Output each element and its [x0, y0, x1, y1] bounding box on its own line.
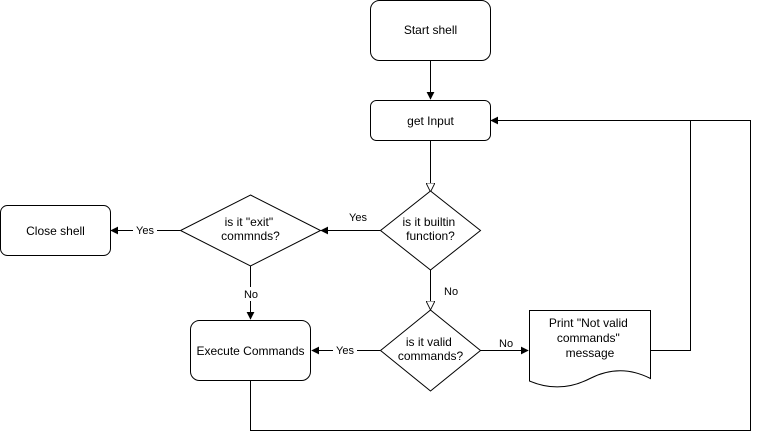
node-is-builtin-decision: is it builtin function?	[379, 190, 482, 271]
node-get-input: get Input	[370, 100, 491, 141]
svg-text:is it valid commands?: is it valid commands?	[398, 335, 464, 363]
edge-label-exit-yes: Yes	[136, 225, 154, 237]
svg-text:is it builtin function?: is it builtin function?	[402, 215, 458, 243]
is-builtin-label-line2: function?	[406, 229, 455, 243]
get-input-label: get Input	[407, 114, 454, 128]
node-start-shell: Start shell	[370, 0, 491, 61]
edge-label-builtin-yes: Yes	[349, 212, 367, 224]
edge-label-builtin-no: No	[444, 286, 458, 298]
edge-label-valid-no: No	[499, 338, 513, 350]
is-valid-label-line1: is it valid	[406, 335, 452, 349]
is-exit-label-line1: is it "exit"	[225, 215, 274, 229]
is-builtin-label-line1: is it builtin	[402, 215, 455, 229]
edge-print-back-to-input	[490, 116, 691, 351]
svg-text:is it "exit" commnds?: is it "exit" commnds?	[221, 215, 280, 243]
edge-label-exit-no: No	[244, 289, 258, 301]
is-exit-label-line2: commnds?	[221, 229, 280, 243]
node-print-invalid-document: Print "Not valid commands" message	[529, 310, 651, 388]
node-is-valid-decision: is it valid commands?	[379, 309, 482, 392]
close-shell-label: Close shell	[26, 224, 85, 238]
node-execute-commands: Execute Commands	[190, 320, 311, 381]
print-invalid-label-line1: Print "Not valid	[549, 316, 628, 330]
svg-text:Print "Not valid command: Print "Not valid commands" message	[549, 316, 631, 360]
execute-commands-label: Execute Commands	[196, 344, 304, 358]
print-invalid-label-line2: commands"	[557, 331, 620, 345]
node-close-shell: Close shell	[0, 205, 111, 256]
edge-label-valid-yes: Yes	[336, 345, 354, 357]
node-is-exit-decision: is it "exit" commnds?	[179, 194, 322, 267]
print-invalid-label-line3: message	[566, 346, 615, 360]
edge-execute-back-to-input	[250, 120, 751, 431]
start-shell-label: Start shell	[404, 23, 457, 37]
is-valid-label-line2: commands?	[398, 349, 464, 363]
